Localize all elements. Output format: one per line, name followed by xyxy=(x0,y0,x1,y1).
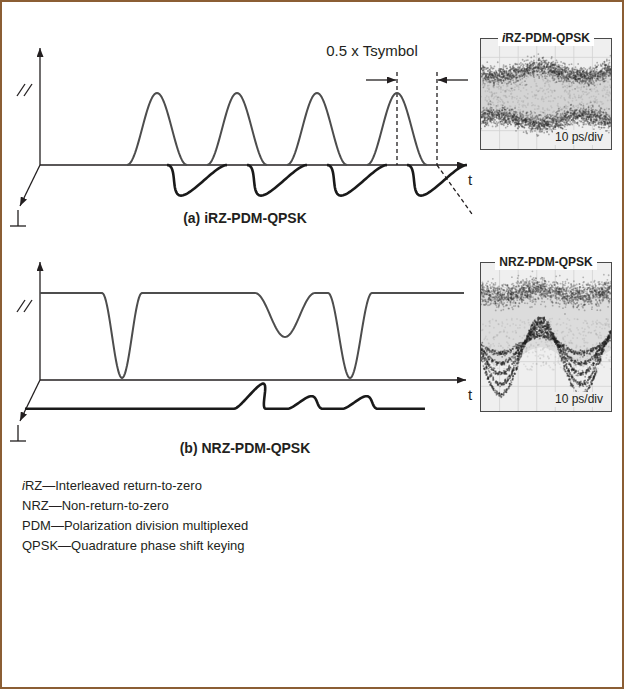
figure-page: iRZ-PDM-QPSK10 ps/divNRZ-PDM-QPSK10 ps/d… xyxy=(0,0,624,689)
